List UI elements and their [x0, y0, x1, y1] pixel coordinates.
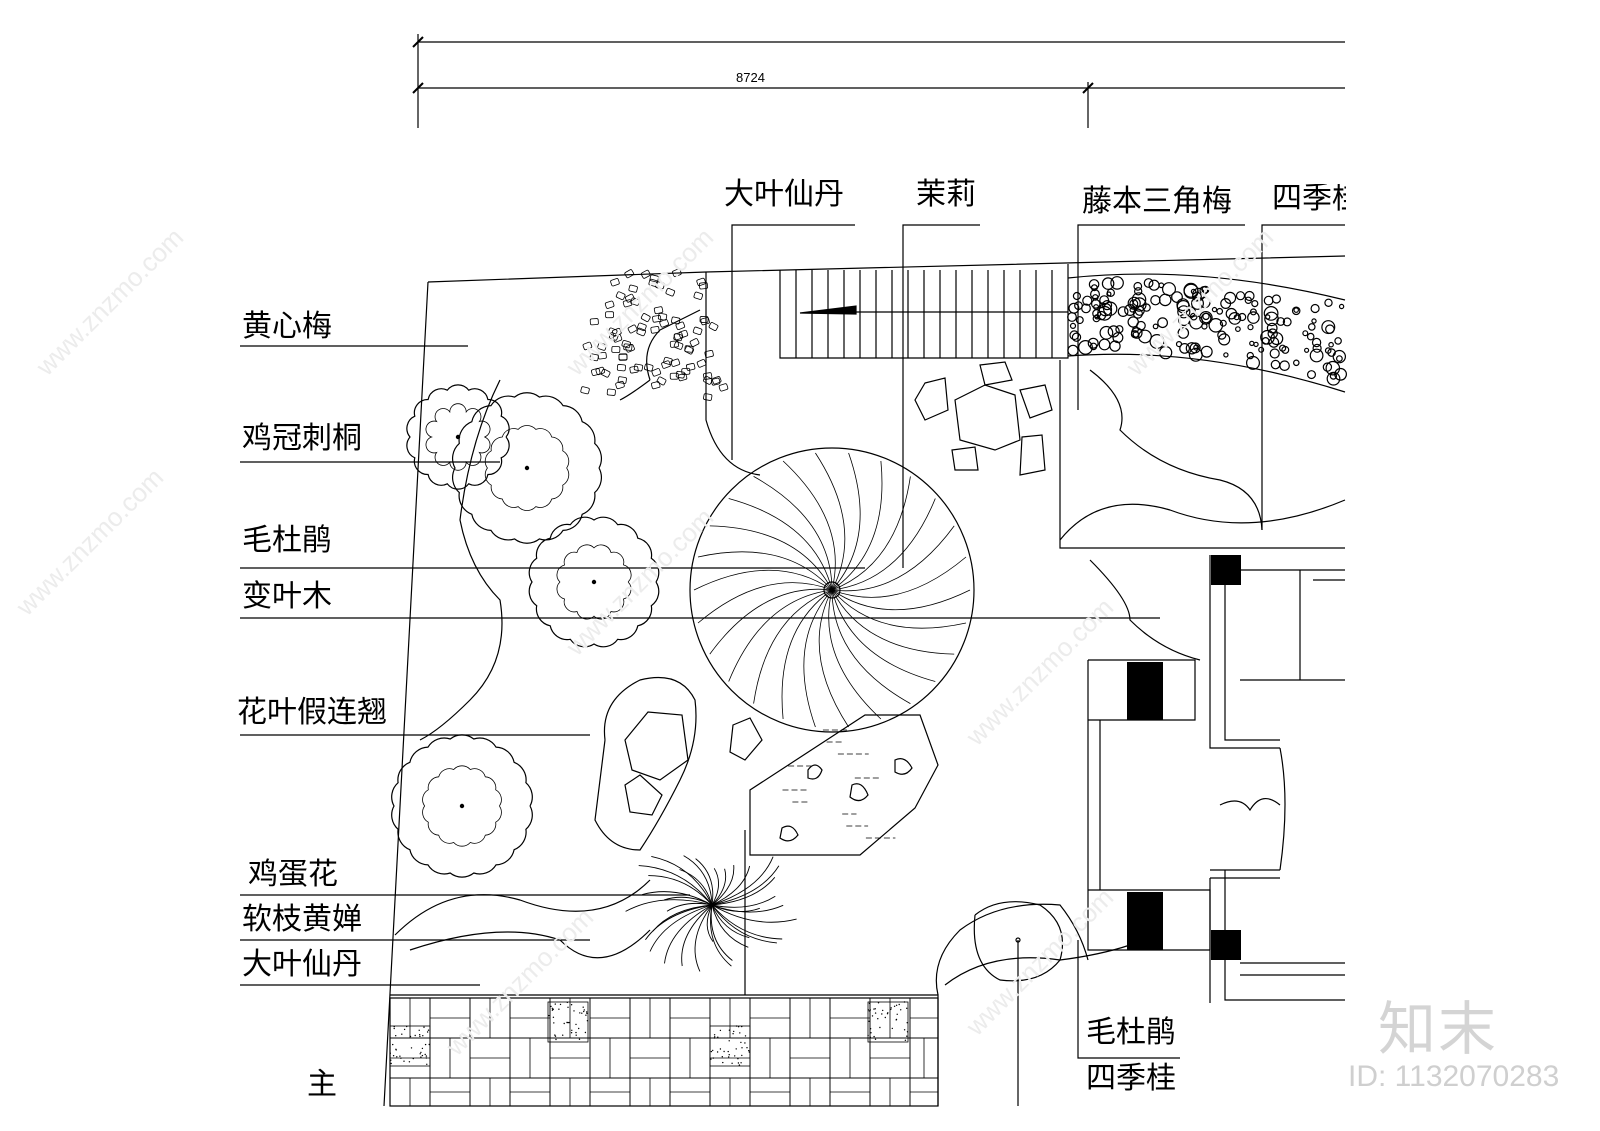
label-dayexiandan-left: 大叶仙丹 [242, 947, 362, 982]
leader-lines [240, 224, 1345, 1106]
spiky-plant [625, 855, 797, 972]
label-sijigui-bottom: 四季桂 [1086, 1061, 1176, 1096]
dimension-text: 8724 [736, 70, 765, 85]
label-huaye-jialianqiao: 花叶假连翘 [237, 695, 387, 730]
label-ruanzhi-huangchan: 软枝黄婵 [242, 902, 362, 937]
building-columns [1127, 555, 1241, 960]
pond [749, 714, 939, 856]
paving-pattern [389, 997, 939, 1107]
watermark-id: ID: 1132070283 [1348, 1060, 1560, 1093]
round-shrubs [391, 384, 1064, 982]
label-tengben-sanjiaomei: 藤本三角梅 [1082, 184, 1232, 219]
steps [779, 264, 1069, 359]
label-maodujuan-bottom: 毛杜鹃 [1086, 1015, 1176, 1050]
watermark-brand: 知末 [1378, 995, 1499, 1063]
label-jiguanci-tong: 鸡冠刺桐 [242, 421, 362, 456]
label-huangxinmei: 黄心梅 [242, 309, 332, 344]
gravel-band [1067, 273, 1347, 393]
label-maodujuan: 毛杜鹃 [242, 523, 332, 558]
leafy-tree [580, 268, 729, 401]
label-dayexiandan-top: 大叶仙丹 [724, 177, 844, 212]
dimension-line [412, 34, 1345, 128]
label-moli: 茉莉 [916, 177, 976, 212]
path-curves [394, 272, 1346, 996]
label-zhu: 主 [307, 1067, 337, 1102]
central-tree [689, 447, 975, 733]
label-bianyemu: 变叶木 [242, 579, 332, 614]
building-outline [1087, 555, 1345, 1003]
label-sijigui-top: 四季桂 [1272, 184, 1346, 214]
stepping-stones [594, 361, 1053, 851]
label-jidanhua: 鸡蛋花 [248, 857, 338, 892]
